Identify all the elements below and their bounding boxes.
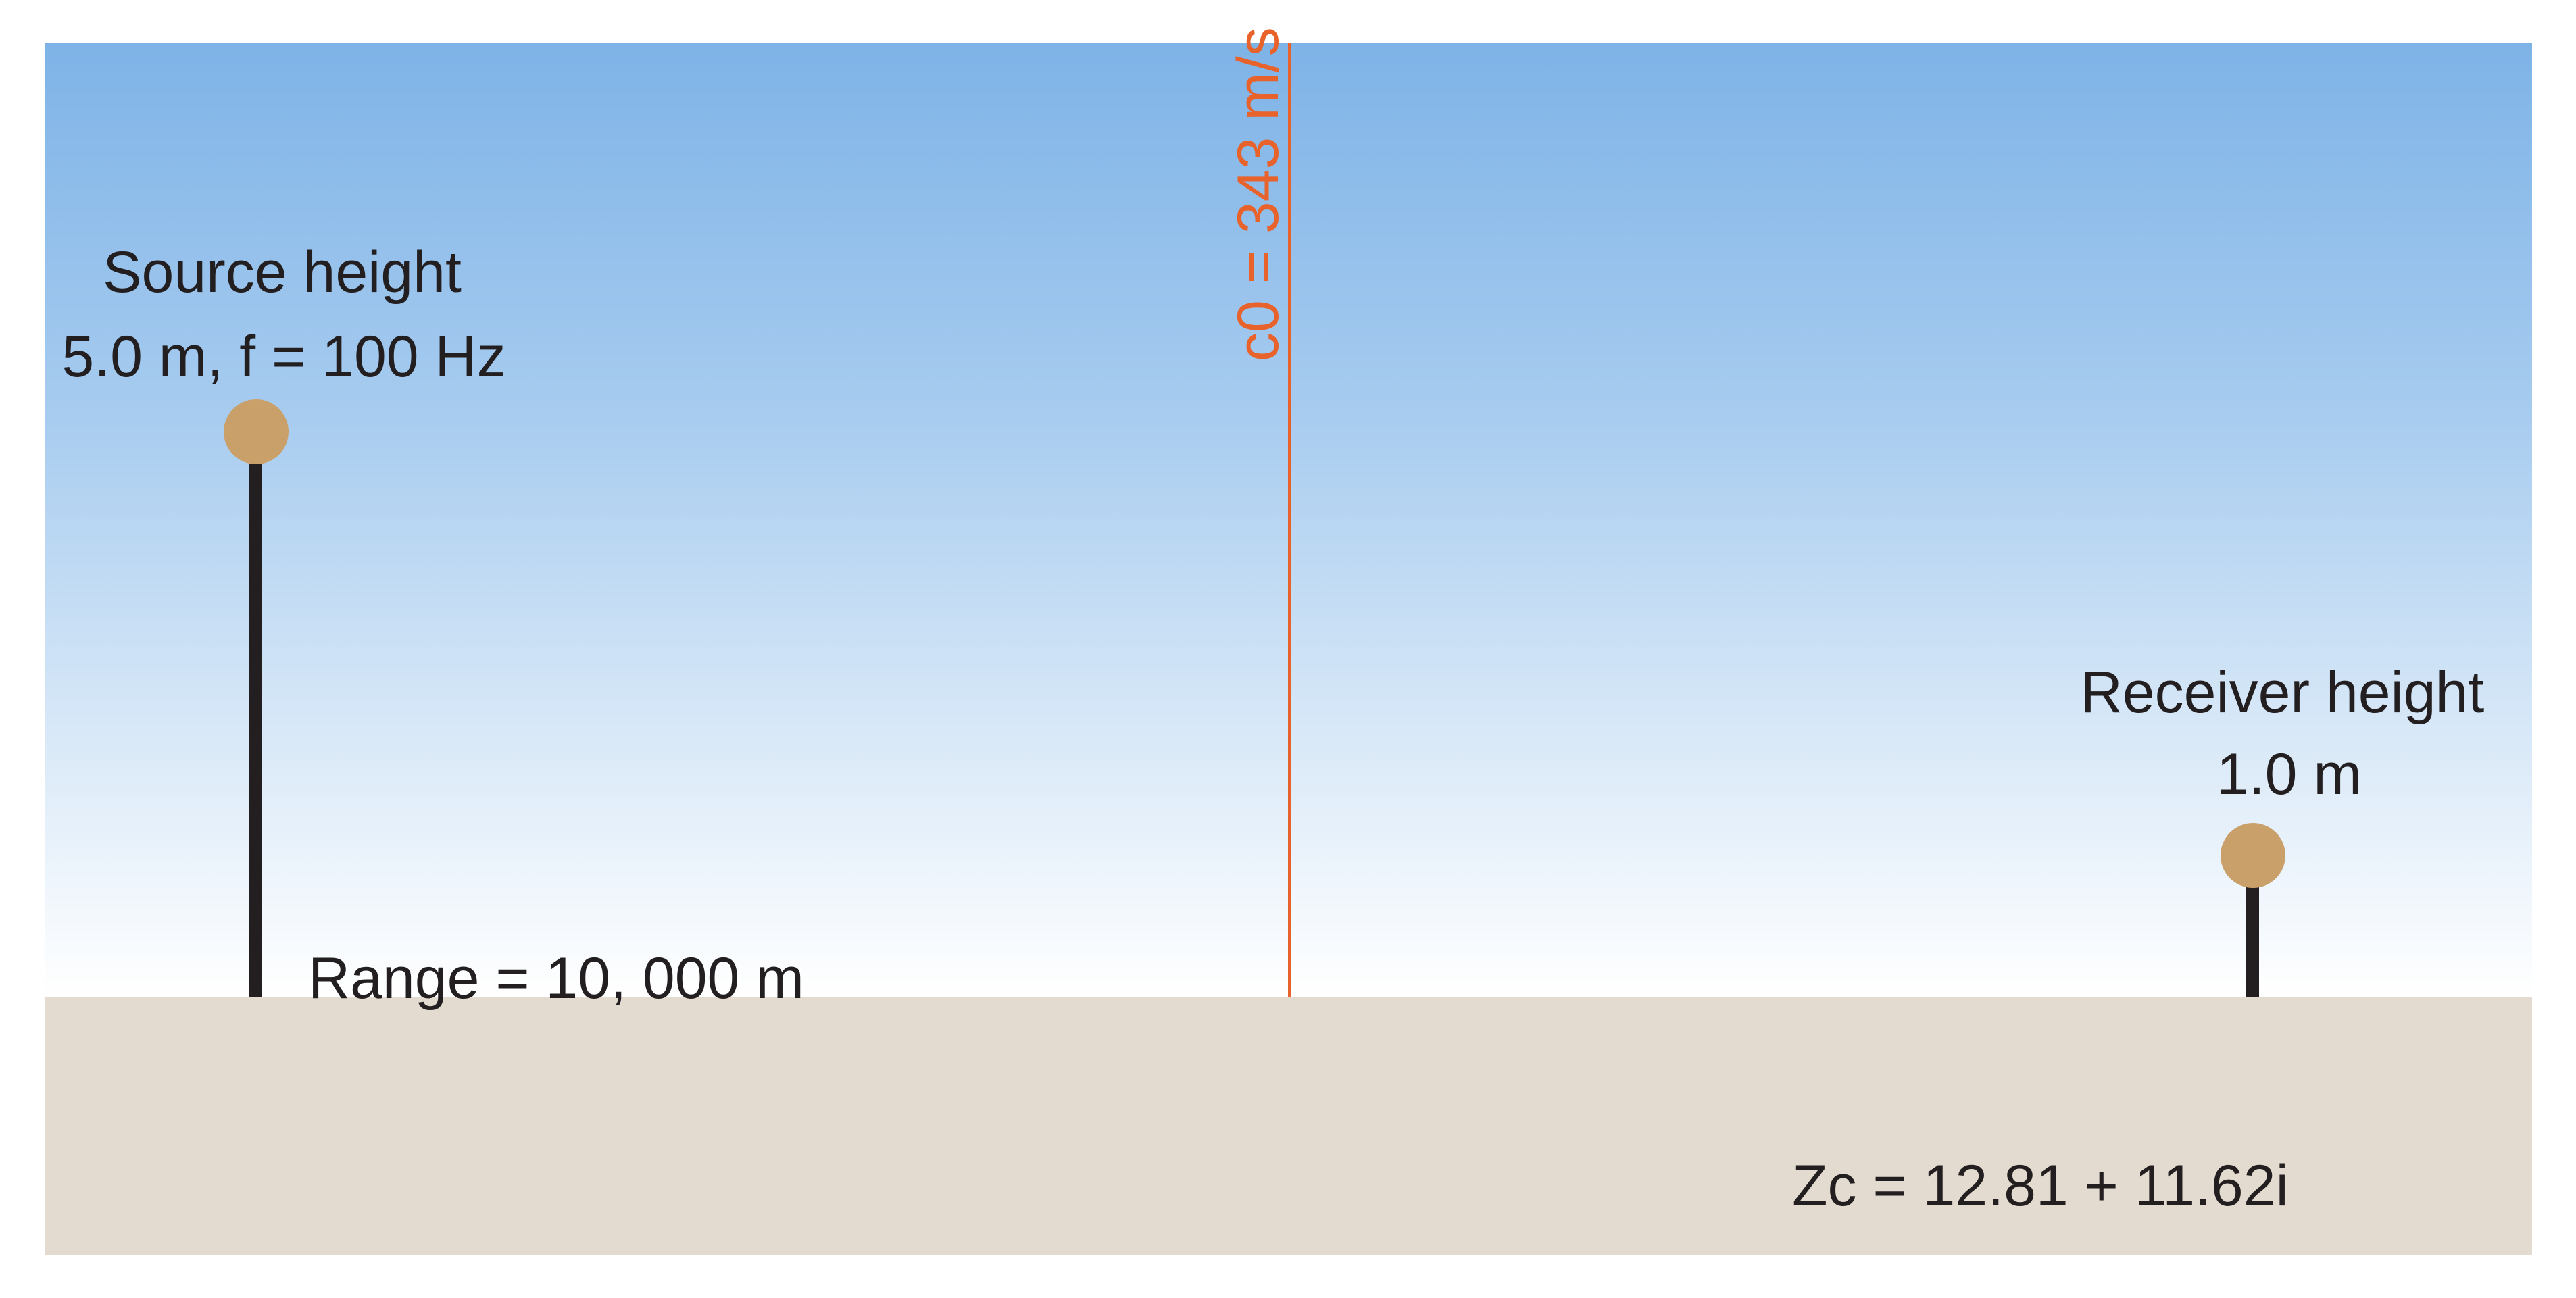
source-height-value-label: 5.0 m, f = 100 Hz (61, 324, 506, 389)
source-height-label: Source height (103, 240, 462, 305)
ground-impedance-label: Zc = 12.81 + 11.62i (1792, 1153, 2289, 1218)
source-marker (224, 399, 289, 464)
source-pole (249, 432, 262, 997)
receiver-pole (2246, 856, 2259, 997)
range-label: Range = 10, 000 m (308, 946, 804, 1011)
sound-speed-text: c0 = 343 m/s (1226, 27, 1291, 361)
receiver-height-value-label: 1.0 m (2216, 742, 2362, 807)
receiver-marker (2221, 823, 2285, 888)
ground-region (45, 997, 2532, 1255)
sound-speed-divider-line (1288, 43, 1291, 997)
receiver-height-label: Receiver height (2080, 660, 2485, 725)
